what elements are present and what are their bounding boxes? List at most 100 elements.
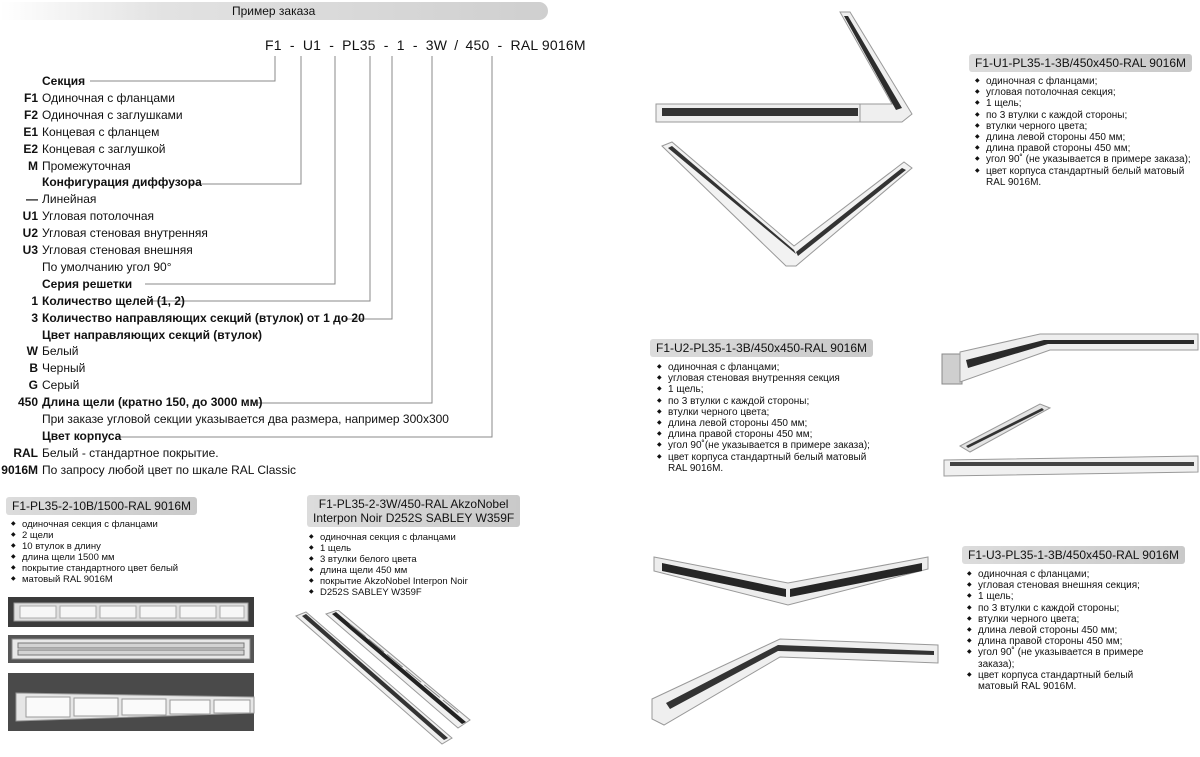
code-sep: - — [329, 37, 335, 53]
spec-text: Серый — [42, 378, 80, 393]
spec-text: Угловая стеновая внешняя — [42, 243, 193, 257]
code-seg-config: U1 — [302, 37, 322, 53]
u1-list: одиночная с фланцами; угловая потолочная… — [974, 76, 1191, 188]
list-item: длина левой стороны 450 мм; — [966, 625, 1144, 636]
list-item: длина правой стороны 450 мм; — [656, 429, 870, 440]
u1-title: F1-U1-PL35-1-3В/450x450-RAL 9016M — [969, 54, 1193, 72]
spec-code: M — [28, 158, 38, 173]
list-item: 10 втулок в длину — [10, 541, 178, 552]
spec-text: Угловая стеновая внутренняя — [42, 226, 208, 241]
list-item: 1 щель; — [974, 98, 1191, 109]
list-item: D252S SABLEY W359F — [308, 587, 468, 598]
spec-code: — — [26, 192, 38, 207]
spec-text: Количество щелей (1, 2) — [42, 293, 185, 308]
spec-text: Угловая потолочная — [42, 209, 155, 224]
spec-text: Черный — [42, 361, 86, 376]
spec-text: Белый — [42, 344, 79, 359]
u2-title: F1-U2-PL35-1-3В/450x450-RAL 9016M — [650, 339, 874, 357]
example-title-2: F1-PL35-2-3W/450-RAL AkzoNobel Interpon … — [307, 495, 521, 527]
spec-code: 3 — [31, 310, 38, 325]
spec-code: U2 — [22, 226, 38, 241]
spec-code: W — [26, 344, 38, 359]
list-item: одиночная секция с фланцами — [308, 532, 468, 543]
list-item: заказа); — [978, 658, 1015, 670]
list-item: угол 90˚ (не указывается в примере — [966, 647, 1144, 658]
example-list-1: одиночная секция с фланцами 2 щели 10 вт… — [10, 519, 178, 585]
code-seg-slots: 1 — [396, 37, 405, 53]
list-item: одиночная с фланцами; — [656, 362, 870, 373]
example-title-2-line1: F1-PL35-2-3W/450-RAL AkzoNobel — [318, 497, 509, 511]
list-item: RAL 9016M. — [986, 176, 1042, 188]
spec-code: U3 — [22, 243, 38, 257]
spec-text: Цвет корпуса — [42, 428, 122, 443]
list-item: втулки черного цвета; — [656, 407, 870, 418]
code-sep: - — [289, 37, 295, 53]
spec-code: E2 — [23, 141, 38, 156]
code-seg-section: F1 — [265, 37, 282, 53]
spec-text: Белый - стандартное покрытие. — [42, 445, 219, 460]
spec-text: Концевая с заглушкой — [42, 141, 166, 156]
list-item: угол 90˚(не указывается в примере заказа… — [656, 440, 870, 451]
u2-diffuser-photo — [941, 333, 1199, 477]
u3-diffuser-photo — [651, 556, 939, 726]
list-item: втулки черного цвета; — [966, 614, 1144, 625]
list-item: матовый RAL 9016M. — [978, 681, 1077, 693]
spec-code: F2 — [23, 107, 38, 122]
spec-text: По запросу любой цвет по шкале RAL Class… — [42, 462, 297, 477]
code-seg-color: RAL 9016M — [510, 37, 586, 53]
spec-text: При заказе угловой секции указывается дв… — [42, 412, 449, 426]
spec-text: Линейная — [42, 192, 97, 207]
list-item: по 3 втулки с каждой стороны; — [966, 603, 1144, 614]
list-item: угловая потолочная секция; — [974, 87, 1191, 98]
code-seg-sleeves: 3W — [425, 37, 448, 53]
u2-list: одиночная с фланцами; угловая стеновая в… — [656, 362, 870, 474]
list-item: 1 щель — [308, 543, 468, 554]
list-item: угловая стеновая внутренняя секция — [656, 373, 870, 384]
u3-title: F1-U3-PL35-1-3В/450x450-RAL 9016M — [962, 546, 1186, 564]
spec-code: 9016M — [1, 462, 38, 477]
page-title: Пример заказа — [232, 4, 316, 18]
list-item: втулки черного цвета; — [974, 121, 1191, 132]
spec-code: G — [28, 378, 38, 393]
list-item: цвет корпуса стандартный белый матовый — [656, 452, 870, 463]
list-item: одиночная секция с фланцами — [10, 519, 178, 530]
list-item: по 3 втулки с каждой стороны; — [974, 110, 1191, 121]
spec-code: 1 — [31, 293, 38, 308]
list-item: цвет корпуса стандартный белый — [966, 670, 1144, 681]
list-item: длина правой стороны 450 мм; — [966, 636, 1144, 647]
code-seg-series: PL35 — [342, 37, 376, 53]
spec-text: Одиночная с фланцами — [42, 90, 175, 105]
header-bar — [0, 2, 548, 20]
list-item: длина левой стороны 450 мм; — [974, 132, 1191, 143]
list-item: 2 щели — [10, 530, 178, 541]
example-title-1: F1-PL35-2-10B/1500-RAL 9016M — [6, 497, 197, 515]
list-item: угол 90˚ (не указывается в примере заказ… — [974, 154, 1191, 165]
order-code: F1 - U1 - PL35 - 1 - 3W / 450 - RAL 9016… — [265, 37, 586, 53]
spec-text: Количество направляющих секций (втулок) … — [42, 310, 365, 325]
code-sep: - — [383, 37, 389, 53]
list-item: 1 щель; — [656, 384, 870, 395]
spec-code: B — [29, 361, 38, 376]
code-seg-length: 450 — [465, 37, 490, 53]
list-item: одиночная с фланцами; — [966, 569, 1144, 580]
u3-list: одиночная с фланцами; угловая стеновая в… — [966, 569, 1144, 692]
list-item: длина щели 450 мм — [308, 565, 468, 576]
code-sep: - — [497, 37, 503, 53]
spec-text: Цвет направляющих секций (втулок) — [42, 327, 263, 342]
list-item: RAL 9016M. — [668, 462, 724, 474]
list-item: 1 щель; — [966, 591, 1144, 602]
spec-text: Секция — [42, 74, 86, 88]
spec-code: RAL — [13, 445, 38, 460]
list-item: длина щели 1500 мм — [10, 552, 178, 563]
spec-code: E1 — [23, 124, 38, 139]
list-item: длина правой стороны 450 мм; — [974, 143, 1191, 154]
list-item: покрытие стандартного цвет белый — [10, 563, 178, 574]
list-item: матовый RAL 9016M — [10, 574, 178, 585]
spec-text: По умолчанию угол 90° — [42, 259, 172, 274]
list-item: угловая стеновая внешняя секция; — [966, 580, 1144, 591]
spec-text: Серия решетки — [42, 276, 133, 291]
spec-code: F1 — [23, 90, 38, 105]
spec-code: U1 — [22, 209, 38, 224]
example-list-2: одиночная секция с фланцами 1 щель 3 вту… — [308, 532, 468, 598]
u1-diffuser-photo — [655, 11, 913, 267]
